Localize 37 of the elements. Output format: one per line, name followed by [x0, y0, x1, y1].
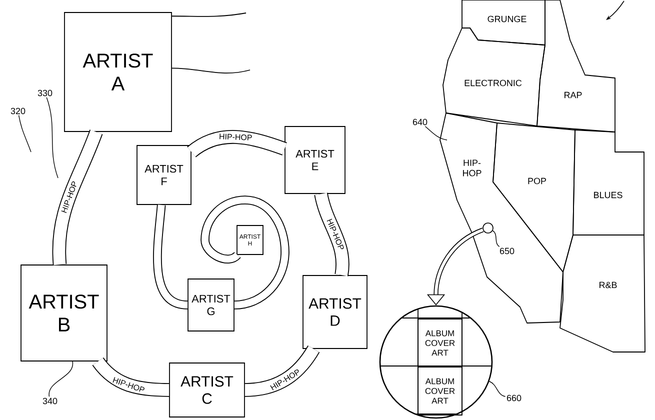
band-line [172, 68, 250, 74]
map-region: GRUNGE [462, 0, 546, 46]
leader-line [492, 230, 500, 247]
leader-line [46, 97, 58, 178]
callout-number: 340 [42, 398, 58, 404]
genre-band [314, 192, 350, 276]
genre-band [187, 130, 287, 158]
genre-band [244, 345, 320, 397]
artist-box: ARTIST B [20, 264, 108, 362]
map-region: ELECTRONIC [442, 28, 546, 126]
artist-box: ARTIST A [64, 12, 172, 132]
callout-number: 320 [10, 108, 26, 114]
genre-band [153, 204, 188, 310]
artist-box: ARTIST E [284, 126, 346, 194]
artist-box: ARTIST D [302, 275, 368, 349]
leader-line [488, 381, 506, 397]
map-region: R&B [560, 234, 646, 352]
callout-number: 660 [506, 394, 522, 402]
map-region: BLUES [572, 130, 644, 236]
genre-band [92, 357, 170, 397]
artist-box: ARTIST C [169, 362, 245, 418]
callout-number: 650 [500, 248, 514, 254]
genre-band [200, 196, 290, 310]
callout-number: 640 [412, 118, 428, 126]
callout-number: 330 [38, 90, 52, 96]
artist-box: ARTIST G [188, 278, 234, 332]
genre-band [52, 129, 103, 265]
leader-line [18, 115, 32, 152]
album-cell: ALBUM COVER ART [418, 366, 462, 416]
band-line [172, 12, 246, 17]
leader-line [424, 126, 448, 140]
leader-line [48, 361, 73, 397]
artist-box: ARTIST F [136, 145, 192, 205]
magnifier-circle [379, 305, 493, 419]
location-circle [482, 222, 494, 234]
album-cell: ALBUM COVER ART [418, 318, 462, 368]
map-region: RAP [536, 0, 616, 132]
